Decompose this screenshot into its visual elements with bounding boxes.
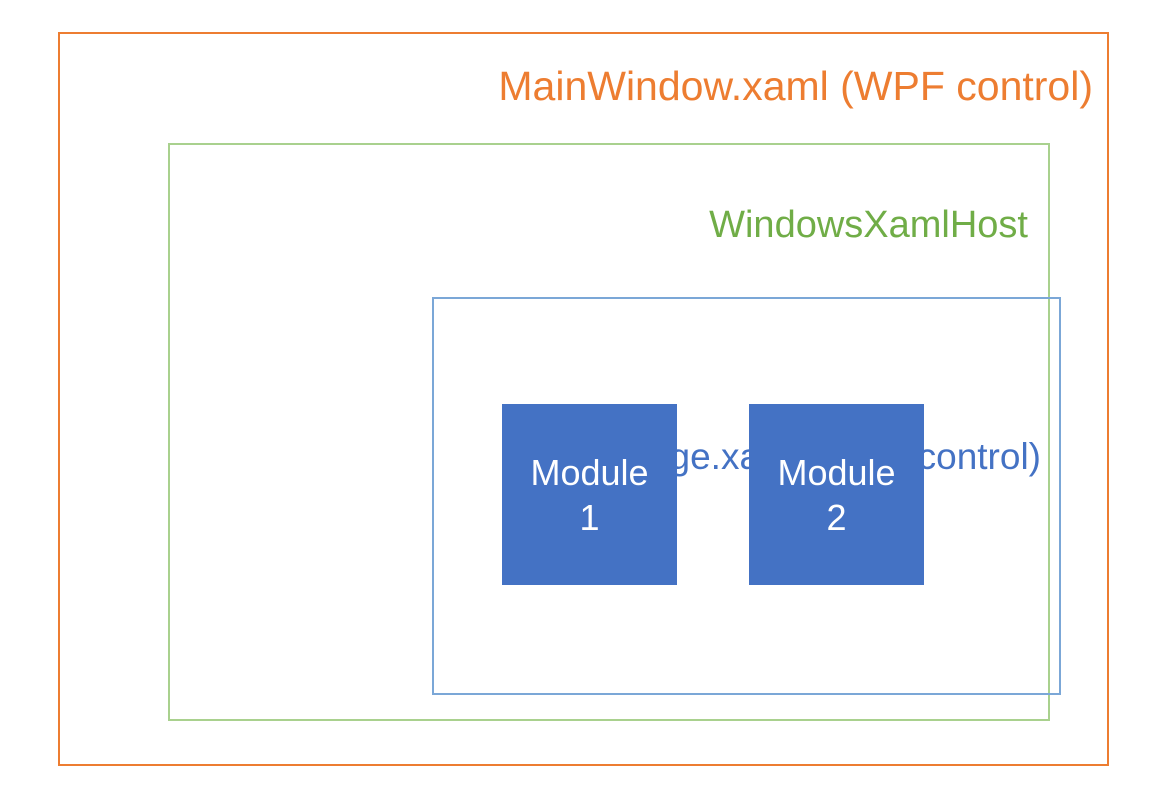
- module-1-label-line2: 1: [579, 496, 600, 538]
- module-2-label-line1: Module: [777, 451, 896, 493]
- module-1-label-line1: Module: [530, 451, 649, 493]
- module-2-block: Module 2: [749, 404, 924, 585]
- mainwindow-container: MainWindow.xaml (WPF control) WindowsXam…: [58, 32, 1109, 766]
- mainwindow-label: MainWindow.xaml (WPF control): [498, 63, 1093, 109]
- module-2-label-line2: 2: [826, 496, 847, 538]
- modules-row: Module 1 Module 2: [502, 404, 926, 585]
- windowsxamlhost-label: WindowsXamlHost: [709, 204, 1028, 246]
- module-1-block: Module 1: [502, 404, 677, 585]
